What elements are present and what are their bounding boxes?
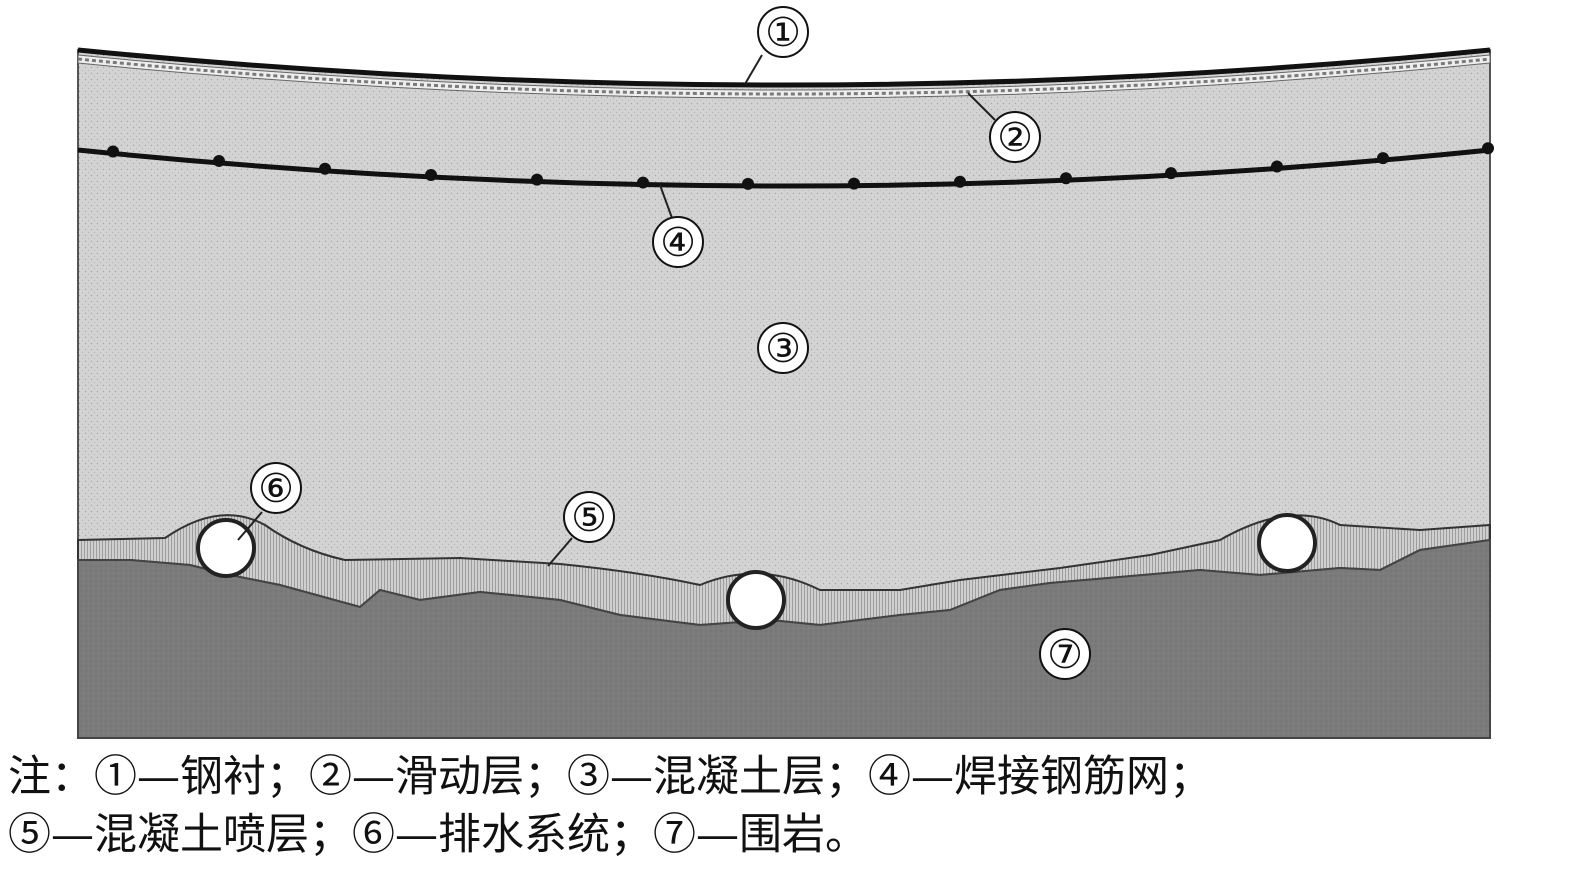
- label-5: ⑤: [563, 491, 615, 543]
- label-4: ④: [652, 216, 704, 268]
- label-7-text: ⑦: [1047, 632, 1083, 678]
- label-2-text: ②: [997, 115, 1033, 161]
- label-5-text: ⑤: [571, 495, 607, 541]
- mesh-node: [319, 162, 331, 175]
- figure-note: 注：①—钢衬；②—滑动层；③—混凝土层；④—焊接钢筋网； ⑤—混凝土喷层；⑥—排…: [8, 748, 1568, 864]
- leader-line-4: [659, 184, 673, 219]
- leader-line-1: [744, 54, 763, 85]
- mesh-node-group: [107, 142, 1494, 190]
- leader-line-2: [967, 92, 996, 121]
- mesh-node: [1271, 160, 1283, 173]
- mesh-node: [1165, 167, 1177, 180]
- mesh-node: [954, 175, 966, 188]
- mesh-node: [637, 176, 649, 189]
- sliding-layer: [77, 54, 1491, 99]
- label-6-text: ⑥: [258, 466, 294, 512]
- label-6: ⑥: [250, 462, 302, 514]
- leader-line-5: [547, 537, 573, 567]
- label-2: ②: [989, 111, 1041, 163]
- note-line-2: ⑤—混凝土喷层；⑥—排水系统；⑦—围岩。: [8, 810, 868, 860]
- label-1: ①: [757, 6, 809, 58]
- surrounding-rock: [77, 538, 1491, 739]
- mesh-node: [848, 177, 860, 190]
- label-3: ③: [757, 322, 809, 374]
- label-4-text: ④: [660, 220, 696, 266]
- mesh-node: [531, 173, 543, 186]
- label-3-text: ③: [765, 326, 801, 372]
- mesh-node: [1060, 172, 1072, 185]
- mesh-node: [742, 177, 754, 190]
- label-7: ⑦: [1039, 628, 1091, 680]
- mesh-node: [425, 169, 437, 181]
- label-1-text: ①: [765, 10, 801, 56]
- drainage-pipe-middle: [726, 570, 786, 630]
- steel-liner-line: [77, 47, 1491, 88]
- lining-cross-section-diagram: ① ② ③ ④ ⑤ ⑥ ⑦: [77, 6, 1494, 739]
- mesh-node: [1377, 152, 1389, 165]
- sliding-layer-texture: [77, 57, 1491, 96]
- drainage-pipe-right: [1257, 513, 1317, 573]
- leader-line-6: [237, 511, 263, 541]
- note-line-1: 注：①—钢衬；②—滑动层；③—混凝土层；④—焊接钢筋网；: [8, 752, 1212, 802]
- mesh-node: [107, 145, 119, 158]
- drainage-pipe-left: [196, 518, 256, 578]
- mesh-node: [213, 154, 225, 167]
- mesh-node: [1482, 142, 1494, 155]
